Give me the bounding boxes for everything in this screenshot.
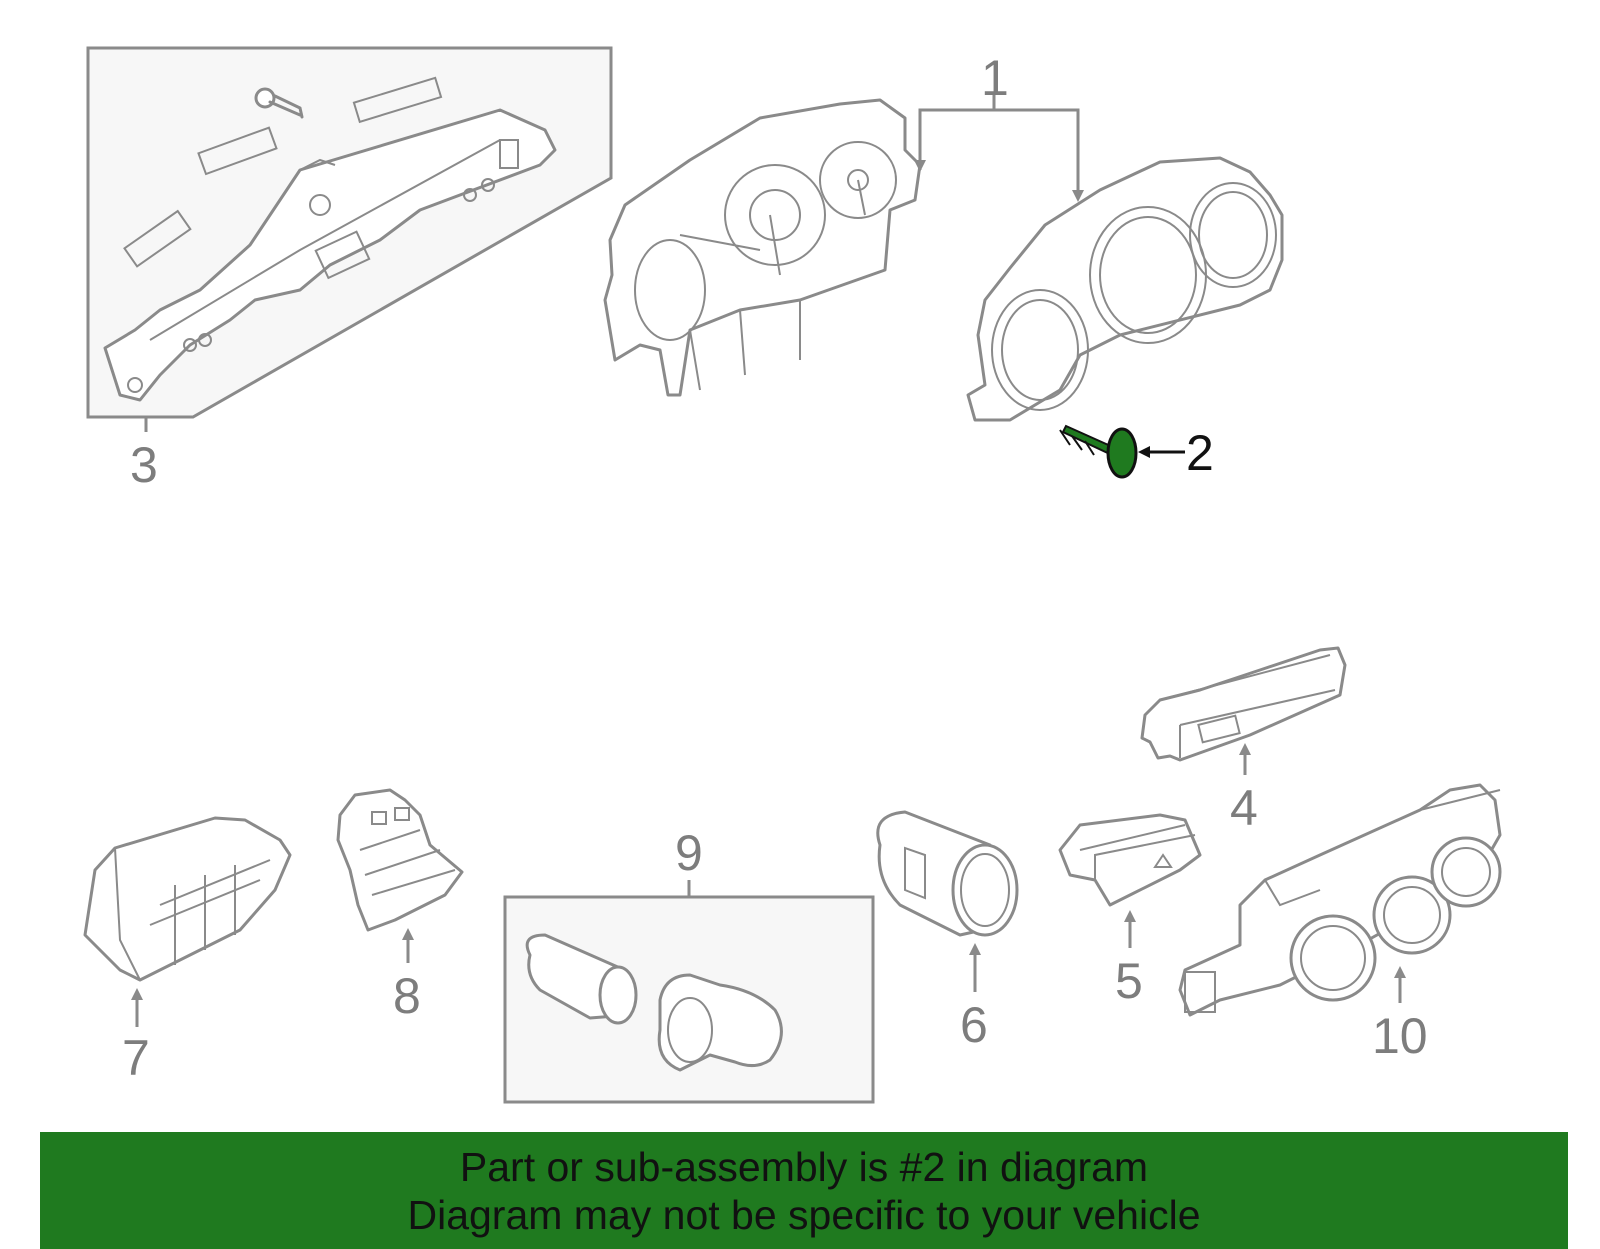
callout-7: 7 [122, 1030, 150, 1086]
part-4-switch [1140, 646, 1347, 762]
part-1-cluster-group[interactable]: 1 [603, 50, 1284, 422]
part-3-strip-1 [352, 76, 443, 124]
callout-3: 3 [130, 437, 158, 493]
callout-8: 8 [393, 968, 421, 1024]
part-6-socket-group[interactable]: 6 [876, 810, 1019, 1053]
part-2-screw-group[interactable]: 2 [1059, 424, 1214, 481]
part-1-cluster-front [966, 156, 1284, 422]
part-3-bracket-group[interactable]: 3 [86, 46, 613, 493]
part-3-strip-2 [197, 126, 278, 176]
part-1-cluster-rear [603, 98, 922, 397]
callout-9: 9 [675, 825, 703, 881]
part-4-switch-group[interactable]: 4 [1140, 646, 1347, 836]
info-banner: Part or sub-assembly is #2 in diagram Di… [40, 1132, 1568, 1249]
callout-1: 1 [981, 50, 1009, 106]
banner-line-2: Diagram may not be specific to your vehi… [407, 1192, 1201, 1238]
banner-line-1: Part or sub-assembly is #2 in diagram [459, 1144, 1149, 1190]
part-7-switch-panel [83, 816, 292, 982]
callout-10: 10 [1372, 1008, 1428, 1064]
callout-6: 6 [960, 997, 988, 1053]
part-3-bracket [103, 108, 557, 402]
part-3-screw [254, 87, 304, 119]
part-9-kit-group[interactable]: 9 [503, 825, 875, 1104]
part-5-hazard-group[interactable]: 5 [1058, 813, 1202, 1009]
callout-5: 5 [1115, 953, 1143, 1009]
part-8-switch [336, 788, 464, 932]
callout-2: 2 [1186, 425, 1214, 481]
part-3-strip-3 [123, 209, 192, 268]
callout-4: 4 [1230, 780, 1258, 836]
part-8-switch-group[interactable]: 8 [336, 788, 464, 1024]
part-5-hazard-switch [1058, 813, 1202, 907]
part-7-panel-group[interactable]: 7 [83, 816, 292, 1086]
part-10-climate-group[interactable]: 10 [1178, 783, 1502, 1064]
part-2-screw-head [1106, 427, 1138, 479]
